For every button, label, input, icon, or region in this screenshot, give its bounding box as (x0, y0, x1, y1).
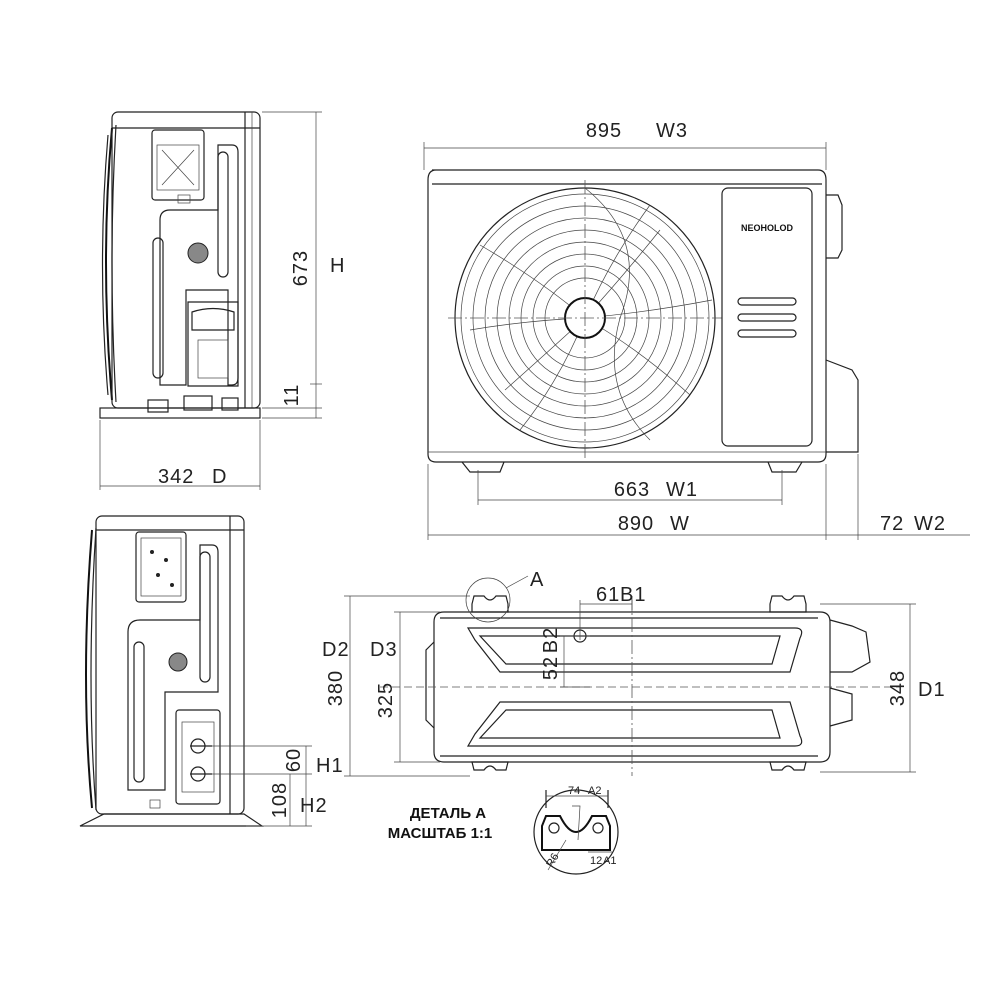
d1-code: D1 (918, 679, 946, 701)
width-top-value: 895 (586, 120, 622, 142)
front-view: 895 W3 NEOHOLOD (423, 120, 859, 473)
height-side-value: 673 (290, 250, 312, 286)
width-top-code: W3 (656, 120, 688, 142)
b1-code: B1 (620, 584, 646, 606)
detail-r-value: R6 (544, 851, 561, 869)
h2-value: 108 (269, 782, 291, 818)
d1-value: 348 (887, 670, 909, 706)
side-view (99, 111, 261, 419)
h1-code: H1 (316, 755, 344, 777)
detail-note-line2: МАСШТАБ 1:1 (388, 825, 493, 842)
d2-code: D2 (322, 639, 350, 661)
height-side-code: H (330, 255, 345, 277)
width-bottom-value: 890 (618, 513, 654, 535)
detail-a-note: ДЕТАЛЬ А МАСШТАБ 1:1 (388, 805, 493, 842)
h2-code: H2 (300, 795, 328, 817)
brand-label: NEOHOLOD (741, 223, 794, 233)
detail-a2-code: A2 (588, 785, 601, 797)
detail-a1-value: 12 (590, 855, 602, 867)
detail-a2-value: 74 (568, 785, 580, 797)
side-view-dimensions: 673 H 11 342 D (99, 111, 345, 490)
b2-code: B2 (540, 627, 562, 653)
mount-spacing-value: 663 (614, 479, 650, 501)
detail-marker: A (530, 569, 544, 591)
depth-code: D (212, 466, 227, 488)
top-view: A (380, 569, 900, 776)
width-bottom-code: W (670, 513, 690, 535)
d2-value: 380 (325, 670, 347, 706)
rear-side-view (79, 515, 264, 827)
valve-offset-value: 72 (880, 513, 904, 535)
b1-value: 61 (596, 584, 620, 606)
d3-code: D3 (370, 639, 398, 661)
top-view-dimensions: 61 B1 52 B2 D2 380 D3 325 348 D1 (322, 584, 946, 777)
valve-offset-code: W2 (914, 513, 946, 535)
mount-spacing-code: W1 (666, 479, 698, 501)
rear-side-view-dimensions: 60 H1 108 H2 (212, 745, 344, 827)
d3-value: 325 (375, 682, 397, 718)
foot-offset-value: 11 (281, 384, 303, 407)
h1-value: 60 (283, 748, 305, 772)
detail-a-view: 74 A2 R6 12 A1 (533, 785, 619, 875)
depth-value: 342 (158, 466, 194, 488)
b2-value: 52 (540, 656, 562, 680)
front-view-dimensions: 663 W1 890 W 72 W2 (427, 454, 970, 540)
detail-a1-code: A1 (603, 855, 616, 867)
detail-note-line1: ДЕТАЛЬ А (410, 805, 486, 822)
